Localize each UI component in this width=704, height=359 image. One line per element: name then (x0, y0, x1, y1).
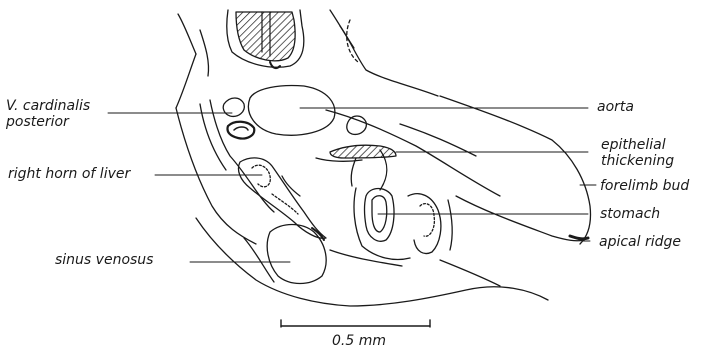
label-sinus-venosus: sinus venosus (55, 252, 153, 268)
somite-left (200, 30, 209, 76)
body-outline-top (178, 14, 196, 54)
label-forelimb-bud: forelimb bud (600, 178, 689, 194)
sinus-venosus-region (267, 225, 326, 284)
label-epithelial-thickening: epithelial thickening (601, 137, 674, 169)
label-right-horn-of-liver: right horn of liver (8, 166, 130, 182)
small-vessel (347, 116, 367, 134)
notochord (236, 12, 295, 61)
label-stomach: stomach (600, 206, 660, 222)
label-v-cardinalis-posterior: V. cardinalis posterior (6, 98, 90, 130)
stomach (365, 189, 395, 242)
epithelial-thickening (330, 145, 396, 158)
somite-right (340, 26, 438, 96)
scale-bar (281, 320, 430, 327)
cardinal-vein-lumen (227, 122, 254, 139)
scale-bar-label: 0.5 mm (332, 333, 386, 349)
body-outline-left (176, 54, 196, 108)
label-aorta: aorta (597, 99, 634, 115)
label-apical-ridge: apical ridge (599, 234, 681, 250)
cardinal-vein (223, 98, 244, 116)
aorta (248, 86, 334, 136)
